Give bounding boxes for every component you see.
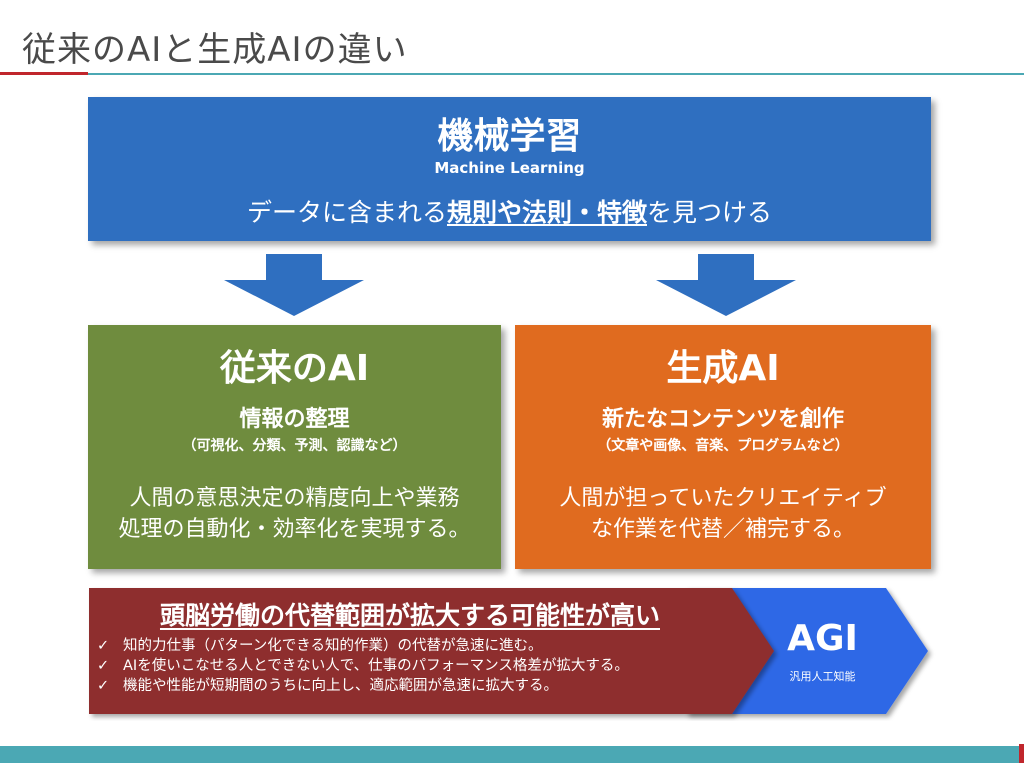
machine-learning-box: 機械学習 Machine Learning データに含まれる規則や法則・特徴を見… <box>88 97 931 241</box>
generative-ai-title: 生成AI <box>666 348 780 389</box>
ml-desc-pre: データに含まれる <box>246 198 447 227</box>
generative-ai-desc-line1: 人間が担っていたクリエイティブ <box>559 486 887 511</box>
list-item: ✓ 機能や性能が短期間のうちに向上し、適応範囲が急速に拡大する。 <box>97 676 629 696</box>
check-icon: ✓ <box>97 638 110 654</box>
ml-title: 機械学習 <box>437 116 582 157</box>
agi-sublabel: 汎用人工知能 <box>789 670 856 683</box>
bottom-banner-shapes <box>89 588 928 714</box>
check-icon: ✓ <box>97 658 110 674</box>
traditional-ai-box: 従来のAI 情報の整理 （可視化、分類、予測、認識など） 人間の意思決定の精度向… <box>88 325 501 569</box>
bottom-banner-list: ✓ 知的力仕事（パターン化できる知的作業）の代替が急速に進む。 ✓ AIを使いこなせ… <box>97 636 629 696</box>
check-icon: ✓ <box>97 678 110 694</box>
list-item-text: 知的力仕事（パターン化できる知的作業）の代替が急速に進む。 <box>123 638 543 654</box>
generative-ai-box: 生成AI 新たなコンテンツを創作 （文章や画像、音楽、プログラムなど） 人間が担… <box>515 325 931 569</box>
ml-desc-post: を見つける <box>647 198 773 227</box>
generative-ai-subtitle: 新たなコンテンツを創作 <box>601 407 844 432</box>
ml-subtitle: Machine Learning <box>434 159 585 177</box>
generative-ai-desc-line2: な作業を代替／補完する。 <box>590 517 855 542</box>
title-rule-teal <box>88 73 1024 75</box>
traditional-ai-title: 従来のAI <box>219 348 370 389</box>
ml-desc-emphasis: 規則や法則・特徴 <box>446 198 647 227</box>
agi-label: AGI <box>787 618 858 659</box>
capability-chevron <box>89 588 774 714</box>
down-arrow-left-icon <box>224 254 364 316</box>
generative-ai-description: 人間が担っていたクリエイティブ な作業を代替／補完する。 <box>515 483 931 545</box>
down-arrow-right-icon <box>656 254 796 316</box>
ml-description: データに含まれる規則や法則・特徴を見つける <box>88 193 931 229</box>
traditional-ai-desc-line1: 人間の意思決定の精度向上や業務 <box>129 486 460 511</box>
footer-accent <box>1019 744 1024 763</box>
list-item-text: AIを使いこなせる人とできない人で、仕事のパフォーマンス格差が拡大する。 <box>123 658 629 674</box>
list-item: ✓ 知的力仕事（パターン化できる知的作業）の代替が急速に進む。 <box>97 636 629 656</box>
footer-bar <box>0 746 1024 763</box>
traditional-ai-subtitle: 情報の整理 <box>239 407 350 432</box>
traditional-ai-desc-line2: 処理の自動化・効率化を実現する。 <box>118 517 471 542</box>
list-item: ✓ AIを使いこなせる人とできない人で、仕事のパフォーマンス格差が拡大する。 <box>97 656 629 676</box>
traditional-ai-description: 人間の意思決定の精度向上や業務 処理の自動化・効率化を実現する。 <box>88 483 501 545</box>
list-item-text: 機能や性能が短期間のうちに向上し、適応範囲が急速に拡大する。 <box>123 678 558 694</box>
traditional-ai-examples: （可視化、分類、予測、認識など） <box>182 438 407 454</box>
slide-title: 従来のAIと生成AIの違い <box>22 30 408 70</box>
generative-ai-examples: （文章や画像、音楽、プログラムなど） <box>597 438 849 454</box>
bottom-banner-title: 頭脳労働の代替範囲が拡大する可能性が高い <box>159 601 660 630</box>
title-rule-red <box>0 72 88 75</box>
